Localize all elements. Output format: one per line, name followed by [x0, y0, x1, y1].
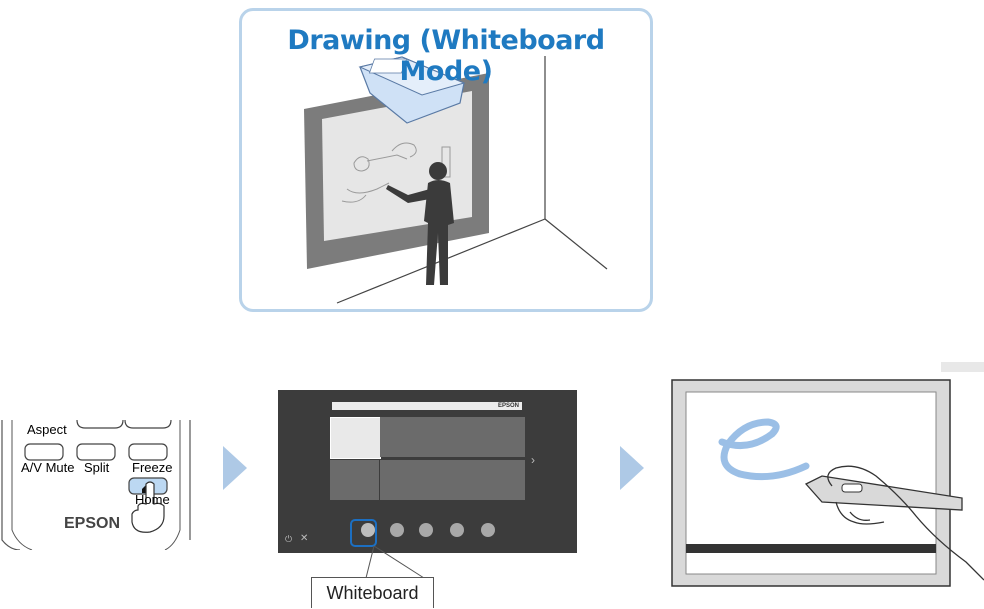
- home-label: Home: [135, 492, 170, 507]
- source-tile-1[interactable]: [330, 417, 381, 459]
- freeze-label: Freeze: [132, 460, 172, 475]
- next-page-icon[interactable]: ›: [531, 453, 535, 467]
- freeze-button[interactable]: [128, 443, 168, 461]
- hand-holding-pen-icon: [827, 465, 984, 581]
- whiteboard-icon[interactable]: [361, 523, 375, 537]
- home-info-bar: EPSON: [332, 402, 522, 410]
- whiteboard-highlight-ring: [350, 519, 377, 547]
- source-tile-2[interactable]: [380, 417, 429, 457]
- whiteboard-callout-label: Whiteboard: [311, 577, 434, 608]
- source-tile-8[interactable]: [476, 460, 525, 500]
- split-label: Split: [84, 460, 110, 475]
- step-arrow-1: [223, 446, 247, 490]
- av-mute-button[interactable]: [24, 443, 64, 461]
- source-tile-5[interactable]: [330, 460, 379, 500]
- scene-panel: Drawing (Whiteboard Mode): [239, 8, 653, 312]
- source-tile-4[interactable]: [476, 417, 525, 457]
- whiteboard-scene-illustration: [304, 56, 608, 304]
- projector-home-screen: EPSON › ⏻ ✕: [278, 390, 577, 553]
- av-mute-label: A/V Mute: [21, 460, 74, 475]
- connection-icon[interactable]: [450, 523, 464, 537]
- settings-icon[interactable]: [481, 523, 495, 537]
- split-button[interactable]: [76, 443, 116, 461]
- aspect-label: Aspect: [27, 422, 67, 437]
- source-tile-6[interactable]: [380, 460, 429, 500]
- remote-brand-logo: EPSON: [64, 515, 120, 532]
- source-tile-7[interactable]: [428, 460, 477, 500]
- pressing-finger-icon: [131, 481, 165, 533]
- home-brand-logo: EPSON: [497, 403, 519, 409]
- remote-control-illustration: Aspect A/V Mute Split Freeze Home EPSON: [1, 419, 191, 550]
- split-screen-icon[interactable]: [390, 523, 404, 537]
- close-icon[interactable]: ✕: [300, 533, 309, 544]
- step-arrow-2: [620, 446, 644, 490]
- callout-pointer: [365, 546, 425, 579]
- power-icon[interactable]: ⏻: [285, 534, 293, 544]
- scene-title: Drawing (Whiteboard Mode): [287, 25, 605, 87]
- source-tile-3[interactable]: [428, 417, 477, 457]
- interactive-board-illustration: [671, 362, 984, 587]
- screen-sharing-icon[interactable]: [419, 523, 433, 537]
- drawn-letter-stroke: [718, 418, 810, 481]
